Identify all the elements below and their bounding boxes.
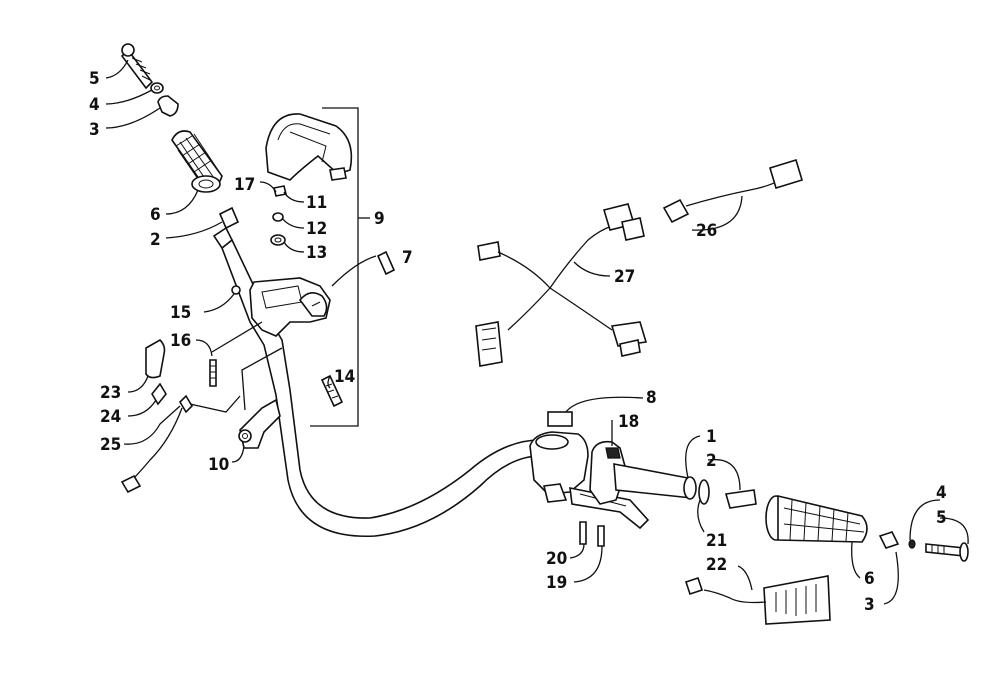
throttle-housing-cover[interactable] (265, 113, 353, 181)
callout-9: 9 (374, 209, 385, 229)
throttle-housing[interactable] (249, 277, 331, 337)
callout-5-right: 5 (936, 508, 947, 528)
callout-11: 11 (306, 193, 327, 213)
callout-8: 8 (646, 388, 657, 408)
screw-16[interactable] (209, 359, 217, 387)
left-grip-end-screw[interactable] (120, 43, 154, 90)
callout-17: 17 (234, 175, 255, 195)
right-grip-washer[interactable] (908, 539, 916, 549)
right-grip[interactable] (765, 494, 868, 543)
right-grip-end-cap[interactable] (878, 531, 900, 549)
left-grip-insert[interactable] (218, 206, 240, 230)
screw-15[interactable] (231, 285, 241, 295)
brake-master-cylinder[interactable] (529, 431, 650, 530)
callout-15: 15 (170, 303, 191, 323)
callout-27: 27 (614, 267, 635, 287)
left-grip[interactable] (171, 130, 223, 193)
callout-14: 14 (334, 367, 355, 387)
callout-3-left: 3 (89, 120, 100, 140)
washer-13[interactable] (270, 234, 286, 246)
callout-18: 18 (618, 412, 639, 432)
callout-21: 21 (706, 531, 727, 551)
thumb-warmer-harness[interactable] (120, 394, 194, 494)
right-grip-end-screw[interactable] (925, 542, 969, 562)
callout-2-right: 2 (706, 451, 717, 471)
callout-3-right: 3 (864, 595, 875, 615)
decal-7[interactable] (376, 250, 396, 276)
left-grip-washer[interactable] (150, 82, 164, 94)
callout-4-left: 4 (89, 95, 100, 115)
callout-2-left: 2 (150, 230, 161, 250)
right-grip-insert[interactable] (724, 489, 757, 509)
wiring-harness-27[interactable] (475, 203, 648, 367)
group-bracket-9 (310, 107, 359, 427)
callout-20: 20 (546, 549, 567, 569)
lock-washer-12[interactable] (272, 212, 284, 222)
callout-1: 1 (706, 427, 717, 447)
callout-22: 22 (706, 555, 727, 575)
thumb-warmer-boot[interactable] (145, 339, 166, 379)
screw-20[interactable] (579, 521, 587, 545)
right-grip-tube[interactable] (613, 463, 697, 500)
callout-7: 7 (402, 248, 413, 268)
washer-21[interactable] (698, 479, 710, 505)
callout-10: 10 (208, 455, 229, 475)
throttle-clamp[interactable] (238, 398, 281, 449)
callout-6-left: 6 (150, 205, 161, 225)
callout-19: 19 (546, 573, 567, 593)
callout-6-right: 6 (864, 569, 875, 589)
screw-19[interactable] (597, 525, 605, 547)
callout-12: 12 (306, 219, 327, 239)
thumb-warmer-gasket[interactable] (151, 382, 167, 406)
callout-16: 16 (170, 331, 191, 351)
screw-14[interactable] (320, 374, 344, 408)
callout-24: 24 (100, 407, 121, 427)
callout-4-right: 4 (936, 483, 947, 503)
callout-5-left: 5 (89, 69, 100, 89)
callout-25: 25 (100, 435, 121, 455)
decal-8[interactable] (547, 411, 573, 427)
callout-23: 23 (100, 383, 121, 403)
grip-heater-element[interactable] (684, 575, 831, 625)
left-grip-end-cap[interactable] (157, 95, 179, 117)
callout-13: 13 (306, 243, 327, 263)
callout-26: 26 (696, 221, 717, 241)
wiring-harness-26[interactable] (662, 158, 803, 224)
